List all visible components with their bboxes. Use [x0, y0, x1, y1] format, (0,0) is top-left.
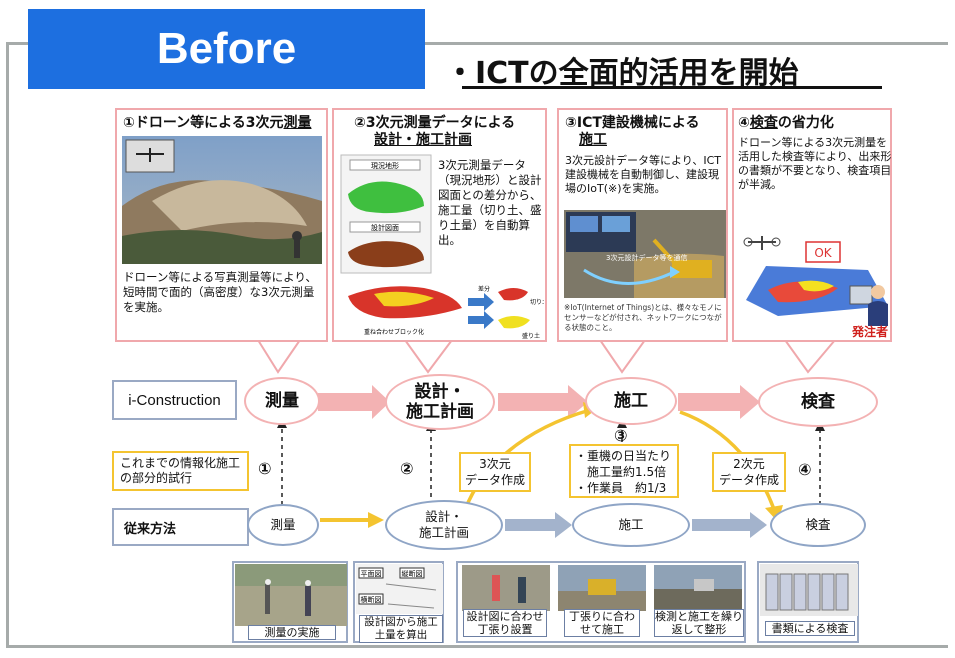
- measure-shape-image: [654, 565, 742, 611]
- ict-inspection-node: 検査: [758, 377, 878, 427]
- callout-pointer-3: [598, 339, 647, 374]
- conventional-method-label: 従来方法: [112, 508, 249, 546]
- caption-document-inspection: 書類による検査: [765, 621, 855, 636]
- drawings-image: 平面図 縦断図 横断図: [356, 564, 443, 614]
- inspection-illustration: OK: [743, 236, 888, 326]
- stake-construction-image: [558, 565, 646, 611]
- caption-stake-setting: 設計図に合わせ丁張り設置: [463, 609, 547, 637]
- caption-measure-shape: 検測と施工を繰り返して整形: [654, 609, 744, 637]
- step-number-2: ②: [400, 459, 414, 478]
- conv-construction-node: 施工: [572, 503, 690, 547]
- panel-inspection: ④検査の省力化 ドローン等による3次元測量を活用した検査等により、出来形の書類が…: [732, 108, 892, 342]
- cut-label: 切り土: [530, 298, 544, 306]
- difference-diagram: 重ね合わせブロック化 差分 切り土 盛り土: [348, 285, 544, 340]
- conventional-flow-arrows: [505, 512, 767, 538]
- drone-survey-photo: [122, 136, 322, 264]
- photo-drawings: 平面図 縦断図 横断図 設計図から施工土量を算出: [353, 561, 444, 643]
- ict-construction-node: 施工: [585, 377, 677, 425]
- title-underline: [462, 86, 882, 89]
- panel-3-title-a: ③ICT建設機械による: [565, 115, 700, 131]
- design-label: 設計図面: [371, 223, 399, 232]
- caption-survey: 測量の実施: [248, 625, 336, 640]
- terrain-label: 現況地形: [371, 161, 399, 170]
- conv-design-node: 設計・施工計画: [385, 500, 503, 550]
- diff-label: 差分: [478, 285, 490, 293]
- step-number-1: ①: [258, 459, 272, 478]
- svg-text:平面図: 平面図: [361, 570, 382, 578]
- photo-survey: 測量の実施: [232, 561, 348, 643]
- panel-2-text: 3次元測量データ（現況地形）と設計図面との差分から、施工量（切り土、盛り土量）を…: [438, 158, 542, 247]
- partial-trial-label: これまでの情報化施工の部分的試行: [112, 451, 249, 491]
- outer-frame: [6, 42, 948, 648]
- callout-pointer-1: [256, 339, 302, 374]
- partial-flow-arrow: [320, 512, 384, 528]
- caption-drawings: 設計図から施工土量を算出: [359, 615, 443, 643]
- svg-text:縦断図: 縦断図: [402, 569, 423, 578]
- conv-survey-node: 測量: [247, 504, 319, 546]
- dashed-links: [281, 423, 821, 505]
- caption-stake-construction: 丁張りに合わせて施工: [564, 609, 640, 637]
- 3d-data-creation-box: 3次元データ作成: [459, 452, 531, 492]
- step-number-4: ④: [798, 460, 812, 479]
- terrain-diagram: 現況地形 設計図面: [340, 154, 432, 274]
- callout-pointer-4: [783, 339, 838, 374]
- step-number-3: ③: [614, 426, 628, 445]
- panel-4-title: ④検査の省力化: [738, 115, 834, 131]
- ict-flow-arrows: [318, 385, 760, 419]
- ict-design-node: 設計・施工計画: [385, 374, 495, 430]
- conv-inspection-node: 検査: [770, 503, 866, 547]
- ict-survey-node: 測量: [244, 377, 320, 425]
- iot-note: ※IoT(Internet of Things)とは、様々なモノにセンサーなどが…: [564, 303, 722, 332]
- panel-2-title-a: ②3次元測量データによる: [354, 115, 516, 131]
- documents-image: [760, 564, 858, 616]
- panel-3d-design: ②3次元測量データによる 設計・施工計画 現況地形 設計図面 3次元測量データ（…: [332, 108, 547, 342]
- panel-ict-machine: ③ICT建設機械による 施工 3次元設計データ等により、ICT建設機械を自動制御…: [557, 108, 728, 342]
- client-label: 発注者: [852, 325, 889, 339]
- photo-construction-group: 設計図に合わせ丁張り設置 丁張りに合わせて施工 検測と施工を繰り返して整形: [456, 561, 746, 643]
- transmission-label: 3次元設計データ等を通信: [606, 253, 687, 262]
- survey-photo-image: [235, 564, 347, 626]
- overlay-label: 重ね合わせブロック化: [364, 328, 424, 336]
- svg-text:横断図: 横断図: [361, 595, 382, 604]
- panel-4-text: ドローン等による3次元測量を活用した検査等により、出来形の書類が不要となり、検査…: [738, 136, 892, 191]
- panel-1-title: ①ドローン等による3次元測量: [123, 115, 312, 131]
- panel-drone-survey: ①ドローン等による3次元測量 ドローン等による写真測量等により、短時間で面的（高…: [115, 108, 328, 342]
- callout-pointer-2: [403, 339, 454, 374]
- main-title: ・ICTの全面的活用を開始: [445, 56, 799, 91]
- stake-setting-image: [462, 565, 550, 611]
- panel-3-title-b: 施工: [579, 132, 607, 148]
- before-banner: Before: [28, 9, 425, 89]
- i-construction-label: i-Construction: [112, 380, 237, 420]
- photo-document-inspection: 書類による検査: [757, 561, 859, 643]
- panel-1-text: ドローン等による写真測量等により、短時間で面的（高密度）な3次元測量を実施。: [123, 270, 317, 314]
- panel-2-title-b: 設計・施工計画: [374, 132, 472, 148]
- fill-label: 盛り土: [522, 332, 540, 340]
- panel-3-text: 3次元設計データ等により、ICT建設機械を自動制御し、建設現場のIoT(※)を実…: [565, 154, 721, 195]
- effects-box: ・重機の日当たり 施工量約1.5倍・作業員 約1/3: [569, 444, 679, 498]
- ict-machine-photo: 3次元設計データ等を通信: [564, 210, 726, 298]
- 2d-data-creation-box: 2次元データ作成: [712, 452, 786, 492]
- ok-stamp: OK: [814, 246, 832, 260]
